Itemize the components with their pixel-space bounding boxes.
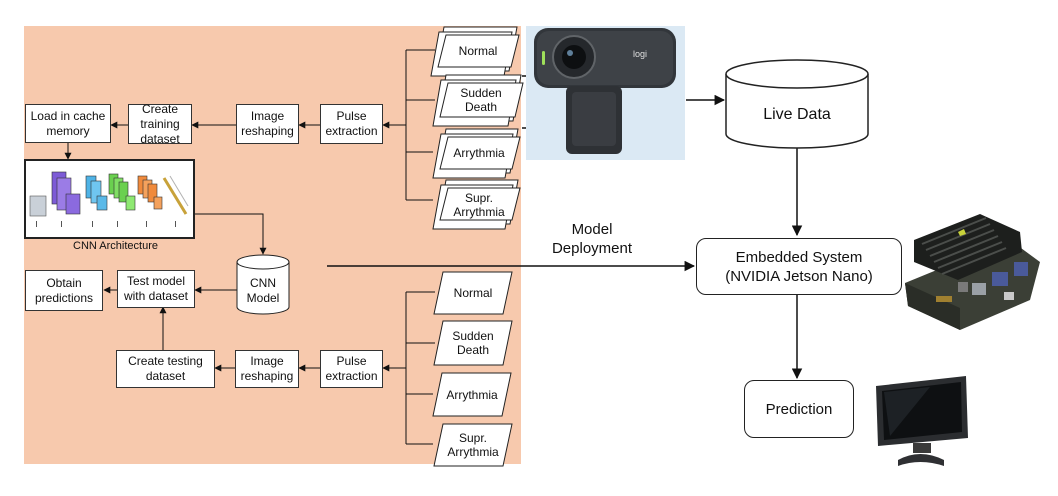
monitor-icon — [876, 376, 968, 466]
embedded-system-box: Embedded System (NVIDIA Jetson Nano) — [696, 238, 902, 295]
test-input-arrythmia: Arrythmia — [446, 388, 498, 402]
input-normal: Normal — [458, 44, 498, 58]
test-input-normal: Normal — [453, 286, 493, 300]
test-input-supr-arrythmia: Supr. Arrythmia — [447, 431, 499, 459]
test-image-reshaping-box: Image reshaping — [235, 350, 299, 388]
cnn-model-label: CNN Model — [246, 276, 280, 305]
jetson-nano-icon — [905, 214, 1040, 330]
input-sudden-death: Sudden Death — [460, 86, 502, 114]
cnn-architecture-caption: CNN Architecture — [73, 240, 158, 252]
model-deployment-label: Model Deployment — [551, 221, 633, 257]
webcam-brand: logi — [632, 49, 647, 59]
image-reshaping-box: Image reshaping — [236, 104, 299, 144]
input-arrythmia: Arrythmia — [453, 146, 505, 160]
create-testing-dataset-box: Create testing dataset — [116, 350, 215, 388]
test-input-sudden-death: Sudden Death — [452, 329, 494, 357]
load-cache-box: Load in cache memory — [25, 104, 111, 143]
create-training-dataset-box: Create training dataset — [128, 102, 192, 146]
live-data-cylinder — [725, 59, 869, 149]
obtain-predictions-box: Obtain predictions — [25, 270, 103, 311]
cnn-architecture-image — [24, 159, 195, 239]
webcam-icon — [526, 26, 685, 160]
pulse-extraction-box: Pulse extraction — [320, 104, 383, 144]
test-pulse-extraction-box: Pulse extraction — [320, 350, 383, 388]
test-model-box: Test model with dataset — [117, 270, 195, 308]
prediction-box: Prediction — [744, 380, 854, 438]
live-data-label: Live Data — [763, 106, 831, 123]
cnn-model-cylinder — [236, 254, 290, 315]
input-supr-arrythmia: Supr. Arrythmia — [453, 191, 505, 219]
